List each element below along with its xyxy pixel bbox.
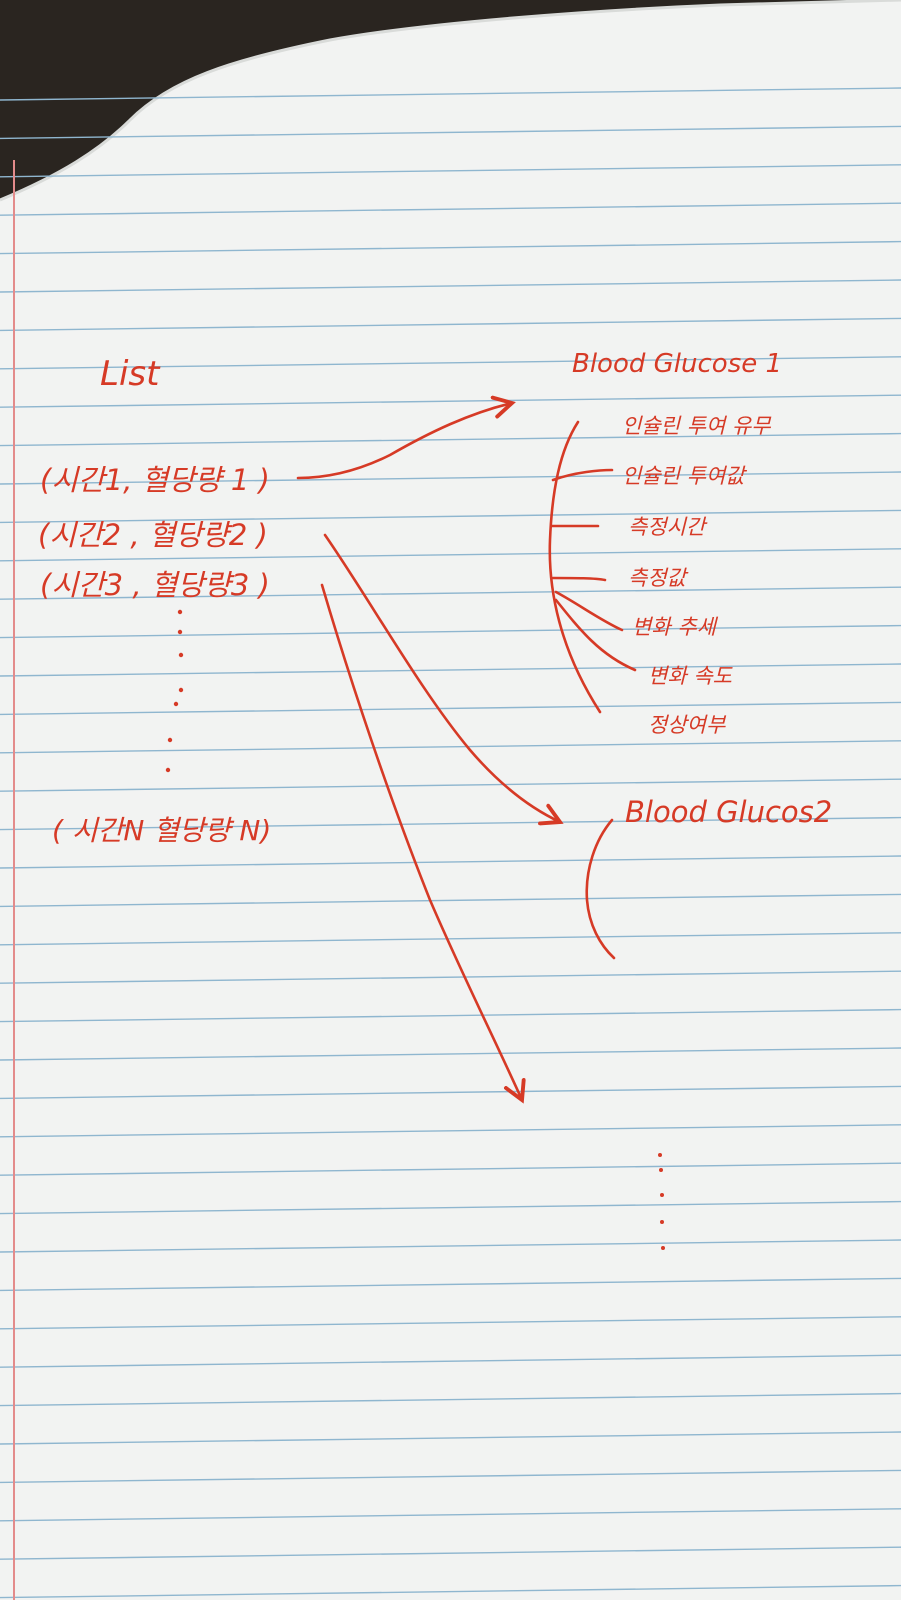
bg1-field-connectors — [548, 420, 637, 714]
bg1-field-5: 변화 추세 — [632, 615, 719, 639]
arrow-entry2-to-bg2 — [323, 533, 560, 822]
list-entry-1: (시간1, 혈당량 1 ) — [40, 463, 270, 497]
ruled-line — [0, 663, 901, 677]
ruled-line — [0, 855, 901, 869]
ruled-line — [0, 893, 901, 908]
list-entry-3: (시간3 , 혈당량3 ) — [40, 568, 270, 602]
ruled-line — [0, 509, 901, 524]
list-entry-2: (시간2 , 혈당량2 ) — [38, 518, 268, 552]
bg1-field-4: 측정값 — [628, 566, 689, 590]
ruled-line — [0, 164, 901, 178]
arrow-entry3-to-more — [320, 583, 522, 1100]
ruled-line — [0, 1354, 901, 1368]
ruled-line — [0, 1162, 901, 1176]
bg1-field-1: 인슐린 투여 유무 — [622, 414, 772, 438]
more-records-dots — [658, 1153, 665, 1250]
bg1-field-7: 정상여부 — [648, 713, 727, 737]
ruled-line — [0, 1508, 901, 1522]
ruled-line — [0, 125, 901, 140]
ruled-line — [0, 1277, 901, 1292]
ruled-line — [0, 394, 901, 408]
ruled-line — [0, 240, 901, 255]
ruled-line — [0, 471, 901, 485]
ruled-line — [0, 778, 901, 792]
ruled-line — [0, 816, 901, 831]
list-entry-n: ( 시간N 혈당량 N) — [52, 814, 271, 847]
ruled-line — [0, 1316, 901, 1330]
bg1-field-2: 인슐린 투여값 — [622, 464, 747, 488]
bg1-field-3: 측정시간 — [628, 515, 708, 539]
ruled-line — [0, 1047, 901, 1061]
ruled-line — [0, 970, 901, 984]
ruled-line — [0, 1008, 901, 1023]
ruled-line — [0, 1431, 901, 1445]
bg2-title: Blood Glucos2 — [625, 795, 832, 829]
list-ellipsis-dots — [165, 609, 184, 773]
arrow-entry1-to-bg1 — [296, 403, 512, 480]
ruled-line — [0, 548, 901, 562]
ruled-line — [0, 1584, 901, 1599]
ruled-lines — [0, 87, 901, 1599]
ruled-line — [0, 356, 901, 370]
ruled-line — [0, 624, 901, 639]
ruled-line — [0, 1124, 901, 1138]
ruled-line — [0, 1546, 901, 1560]
ruled-line — [0, 279, 901, 293]
ruled-line — [0, 932, 901, 946]
ruled-line — [0, 1469, 901, 1484]
ruled-line — [0, 1085, 901, 1100]
ruled-line — [0, 1200, 901, 1215]
bg1-title: Blood Glucose 1 — [572, 349, 782, 379]
bg2-bracket — [585, 818, 616, 960]
ruled-line — [0, 1239, 901, 1253]
ruled-line — [0, 1392, 901, 1407]
ruled-line — [0, 317, 901, 332]
ruled-line — [0, 586, 901, 600]
ruled-line — [0, 701, 901, 716]
list-title: List — [100, 354, 161, 394]
ruled-line — [0, 87, 901, 101]
ruled-line — [0, 740, 901, 754]
ruled-line — [0, 202, 901, 216]
bg1-field-6: 변화 속도 — [648, 664, 734, 688]
ruled-line — [0, 432, 901, 447]
